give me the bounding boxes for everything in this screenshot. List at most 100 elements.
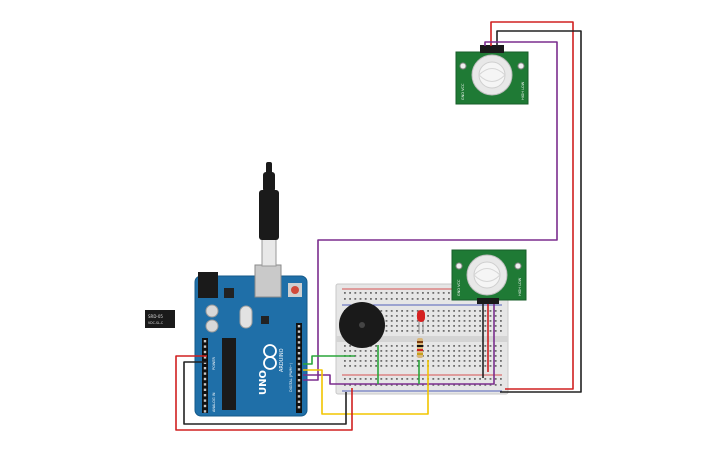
breadboard-hole	[442, 298, 445, 300]
breadboard-hole	[349, 378, 351, 380]
breadboard-hole	[484, 330, 487, 332]
breadboard-hole	[463, 360, 466, 362]
breadboard-hole	[474, 355, 476, 357]
breadboard-hole	[390, 325, 393, 327]
breadboard-hole	[416, 384, 419, 386]
breadboard-hole	[468, 310, 471, 312]
breadboard-hole	[427, 315, 429, 317]
breadboard-hole	[474, 365, 476, 367]
breadboard-hole	[380, 292, 383, 294]
breadboard-hole	[437, 360, 440, 362]
breadboard-hole	[401, 360, 403, 362]
red-led	[417, 310, 425, 334]
breadboard-hole	[442, 365, 445, 367]
breadboard-hole	[463, 345, 466, 347]
breadboard-hole	[432, 384, 435, 386]
breadboard-hole	[500, 350, 502, 352]
arduino-analog-label: ANALOG IN	[212, 392, 216, 412]
breadboard-hole	[406, 310, 409, 312]
breadboard-hole	[484, 350, 487, 352]
wire-red-5v	[175, 355, 353, 431]
breadboard-hole	[406, 315, 409, 317]
arduino-uno: UNO ARDUINO DIGITAL (PWM~) ANALOG IN POW…	[194, 264, 308, 417]
breadboard-hole	[354, 355, 357, 357]
breadboard-hole	[385, 350, 388, 352]
breadboard-hole	[359, 292, 362, 294]
breadboard-hole	[479, 315, 481, 317]
breadboard-hole	[406, 360, 409, 362]
breadboard-hole	[494, 345, 497, 347]
breadboard-hole	[396, 292, 398, 294]
breadboard-hole	[432, 365, 435, 367]
breadboard-hole	[401, 315, 403, 317]
breadboard-hole	[375, 298, 377, 300]
breadboard-hole	[458, 378, 461, 380]
breadboard-hole	[484, 310, 487, 312]
breadboard-hole	[411, 365, 414, 367]
breadboard-hole	[463, 365, 466, 367]
breadboard-hole	[463, 355, 466, 357]
breadboard-hole	[437, 378, 440, 380]
breadboard-hole	[406, 355, 409, 357]
breadboard-hole	[494, 350, 497, 352]
breadboard-hole	[448, 365, 450, 367]
breadboard-hole	[489, 315, 492, 317]
breadboard-hole	[479, 365, 481, 367]
breadboard-hole	[422, 378, 424, 380]
breadboard-hole	[385, 310, 388, 312]
breadboard-hole	[364, 355, 367, 357]
breadboard-hole	[411, 330, 414, 332]
breadboard-hole	[432, 315, 435, 317]
breadboard-hole	[437, 355, 440, 357]
breadboard-hole	[359, 378, 362, 380]
arduino-digital-label: DIGITAL (PWM~)	[289, 362, 293, 392]
breadboard-hole	[474, 330, 476, 332]
breadboard-hole	[427, 310, 429, 312]
breadboard-hole	[385, 384, 388, 386]
breadboard-hole	[463, 384, 466, 386]
breadboard-hole	[406, 320, 409, 322]
breadboard-hole	[437, 350, 440, 352]
breadboard-hole	[385, 320, 388, 322]
breadboard-hole	[463, 310, 466, 312]
breadboard-hole	[458, 315, 461, 317]
breadboard-hole	[390, 315, 393, 317]
breadboard-hole	[359, 350, 362, 352]
usb-cable	[259, 162, 279, 267]
breadboard-hole	[442, 320, 445, 322]
breadboard-hole	[489, 360, 492, 362]
breadboard-hole	[390, 320, 393, 322]
breadboard-hole	[468, 315, 471, 317]
breadboard-hole	[458, 365, 461, 367]
breadboard-hole	[479, 378, 481, 380]
breadboard-hole	[406, 292, 409, 294]
breadboard-hole	[484, 355, 487, 357]
breadboard-hole	[500, 325, 502, 327]
arduino-logo-icon	[263, 344, 277, 370]
breadboard-hole	[406, 378, 409, 380]
breadboard-hole	[494, 325, 497, 327]
breadboard-hole	[375, 355, 377, 357]
breadboard-hole	[484, 320, 487, 322]
breadboard-hole	[437, 384, 440, 386]
breadboard-hole	[385, 330, 388, 332]
breadboard-hole	[406, 298, 409, 300]
header-pin	[203, 377, 207, 381]
breadboard-hole	[390, 384, 393, 386]
breadboard-hole	[437, 292, 440, 294]
breadboard-hole	[370, 355, 372, 357]
breadboard-hole	[390, 378, 393, 380]
breadboard-hole	[411, 350, 414, 352]
breadboard-hole	[375, 365, 377, 367]
breadboard-hole	[489, 378, 492, 380]
breadboard-hole	[479, 345, 481, 347]
breadboard-hole	[484, 360, 487, 362]
header-pin	[297, 341, 301, 344]
breadboard-hole	[401, 384, 403, 386]
header-pin	[297, 379, 301, 382]
breadboard-hole	[437, 345, 440, 347]
breadboard-hole	[442, 310, 445, 312]
breadboard-hole	[458, 360, 461, 362]
breadboard-hole	[380, 298, 383, 300]
breadboard-hole	[422, 298, 424, 300]
